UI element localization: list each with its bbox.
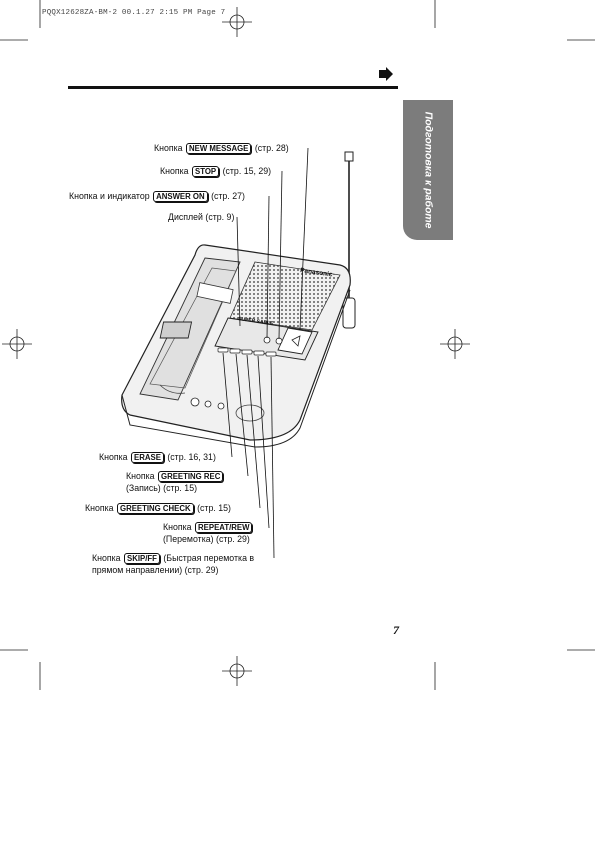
callout-erase: Кнопка ERASE (стр. 16, 31) [99,452,216,463]
registration-mark-left [2,329,32,359]
registration-mark-right [440,329,470,359]
callout-answer-on: Кнопка и индикатор ANSWER ON (стр. 27) [69,191,245,202]
antenna-icon [342,151,356,329]
registration-mark-bottom [222,656,252,686]
svg-text:SUPER SABLE: SUPER SABLE [238,316,275,327]
callout-skip-ff: Кнопка SKIP/FF (Быстрая перемотка в прям… [92,553,255,575]
print-header: PQQX12628ZA-BM-2 00.1.27 2:15 PM Page 7 [42,9,226,17]
svg-text:Panasonic: Panasonic [300,267,334,279]
section-tab [403,100,453,240]
callout-stop: Кнопка STOP (стр. 15, 29) [160,166,272,177]
callout-repeat-rew: Кнопка REPEAT/REW (Перемотка) (стр. 29) [163,521,253,545]
page-number: 7 [393,623,399,637]
continue-arrow-icon [379,67,393,81]
display-window [159,321,193,339]
callout-greeting-rec: Кнопка GREETING REC (Запись) (стр. 15) [126,470,224,494]
callout-greeting-check: Кнопка GREETING CHECK (стр. 15) [85,503,231,514]
callout-display: Дисплей (стр. 9) [168,212,235,222]
callout-new-message: Кнопка NEW MESSAGE (стр. 28) [154,143,289,154]
registration-mark-top [222,7,252,37]
header-rule [68,86,398,89]
